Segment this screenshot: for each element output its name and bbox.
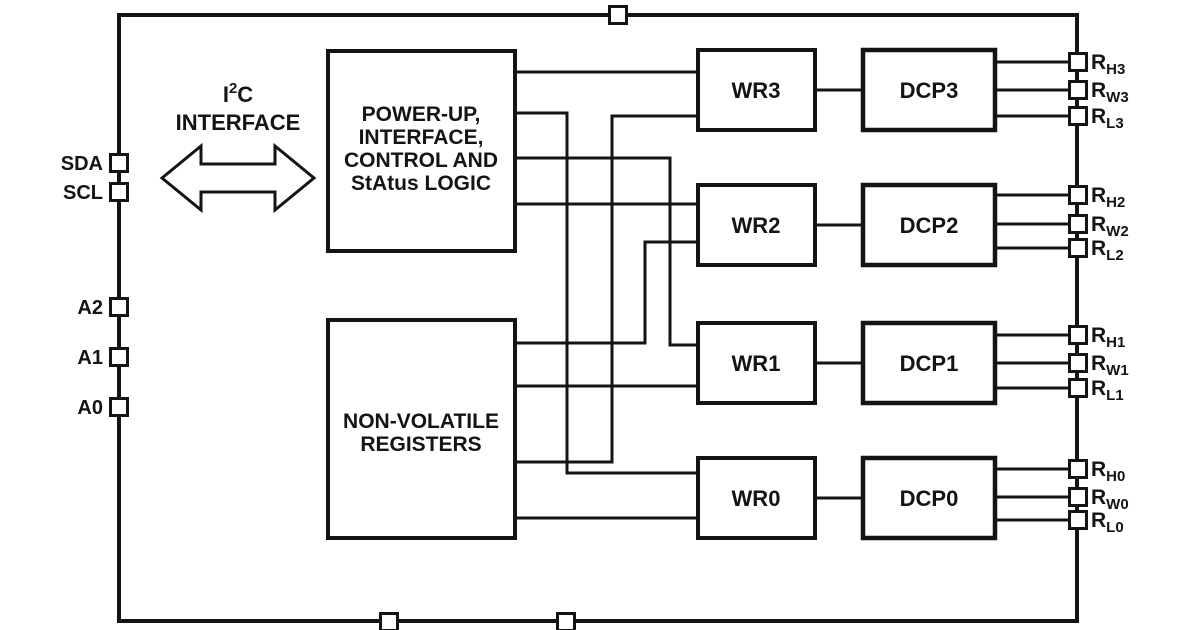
pin-rl1 xyxy=(1068,378,1088,398)
pin-a2-label: A2 xyxy=(77,297,103,319)
pin-rl0 xyxy=(1068,510,1088,530)
control-logic-line3: CONTROL AND xyxy=(344,149,498,172)
pin-scl xyxy=(109,182,129,202)
channel-1-row: WR1 DCP1 xyxy=(696,320,998,406)
nonvolatile-registers-block: NON-VOLATILE REGISTERS xyxy=(326,318,517,540)
wr0-label: WR0 xyxy=(732,486,781,511)
dcp1-label: DCP1 xyxy=(900,351,959,376)
pin-rw1-label: RW1 xyxy=(1091,352,1129,379)
wr2-box xyxy=(696,183,817,267)
wire-control-to-wr0 xyxy=(515,111,698,475)
nvreg-line2: REGISTERS xyxy=(360,433,481,456)
control-logic-line2: INTERFACE, xyxy=(359,126,484,149)
dcp2-label: DCP2 xyxy=(900,213,959,238)
wr0-box xyxy=(696,456,817,540)
pin-scl-label: SCL xyxy=(63,182,103,204)
pin-rh0 xyxy=(1068,459,1088,479)
pin-rh3-label: RH3 xyxy=(1091,51,1125,78)
pin-rw2 xyxy=(1068,214,1088,234)
pin-rl3-label: RL3 xyxy=(1091,105,1124,132)
pin-a0-label: A0 xyxy=(77,397,103,419)
border-pins xyxy=(379,5,628,630)
pin-rl1-label: RL1 xyxy=(1091,377,1124,404)
control-logic-block: POWER-UP, INTERFACE, CONTROL AND StAtus … xyxy=(326,49,517,253)
pin-rh2-label: RH2 xyxy=(1091,184,1125,211)
wr1-box xyxy=(696,321,817,405)
pin-a0 xyxy=(109,397,129,417)
pin-rl2-label: RL2 xyxy=(1091,237,1124,264)
dcp2-box xyxy=(860,182,998,268)
pin-bottom-left xyxy=(379,612,399,630)
interface-label: INTERFACE xyxy=(176,110,301,135)
left-pins: SDA SCL A2 A1 A0 xyxy=(61,153,129,419)
control-logic-line4: StAtus LOGIC xyxy=(351,172,491,195)
pin-rw3-label: RW3 xyxy=(1091,79,1129,106)
i2c-interface: I2C INTERFACE xyxy=(159,80,317,214)
wr2-label: WR2 xyxy=(732,213,781,238)
pin-rh1 xyxy=(1068,325,1088,345)
pin-bottom-right xyxy=(556,612,576,630)
wires xyxy=(515,60,1070,522)
pin-rw0-label: RW0 xyxy=(1091,486,1129,513)
pin-sda-label: SDA xyxy=(61,153,103,175)
bidirectional-arrow-icon xyxy=(159,142,317,214)
pin-a1 xyxy=(109,347,129,367)
wr3-label: WR3 xyxy=(732,78,781,103)
pin-rw1 xyxy=(1068,353,1088,373)
pin-rh3 xyxy=(1068,52,1088,72)
wire-nvreg-to-wr2 xyxy=(515,240,698,345)
wr1-label: WR1 xyxy=(732,351,781,376)
dcp3-box xyxy=(860,47,998,133)
pin-rw2-label: RW2 xyxy=(1091,213,1129,240)
control-logic-box xyxy=(326,49,517,253)
nvreg-line1: NON-VOLATILE xyxy=(343,410,499,433)
pin-top xyxy=(608,5,628,25)
nonvolatile-registers-box xyxy=(326,318,517,540)
pin-a1-label: A1 xyxy=(77,347,103,369)
pin-rw3 xyxy=(1068,80,1088,100)
dcp1-box xyxy=(860,320,998,406)
wire-nvreg-to-wr3 xyxy=(515,114,698,464)
dcp0-label: DCP0 xyxy=(900,486,959,511)
i2c-label: I2C xyxy=(223,80,253,107)
pin-rl2 xyxy=(1068,238,1088,258)
wr3-box xyxy=(696,48,817,132)
right-pins: RH3 RW3 RL3 RH2 RW2 RL2 RH1 RW1 RL1 RH0 … xyxy=(1068,51,1129,536)
i2c-superscript: 2 xyxy=(229,80,237,97)
wire-control-to-wr1 xyxy=(515,156,698,347)
channel-0-row: WR0 DCP0 xyxy=(696,455,998,541)
dcp0-box xyxy=(860,455,998,541)
pin-rh1-label: RH1 xyxy=(1091,324,1125,351)
pin-rl3 xyxy=(1068,106,1088,126)
control-logic-line1: POWER-UP, xyxy=(362,103,481,126)
pin-rh0-label: RH0 xyxy=(1091,458,1125,485)
chip-boundary xyxy=(117,13,1079,623)
dcp3-label: DCP3 xyxy=(900,78,959,103)
pin-rh2 xyxy=(1068,185,1088,205)
channel-2-row: WR2 DCP2 xyxy=(696,182,998,268)
pin-rl0-label: RL0 xyxy=(1091,509,1124,536)
channel-3-row: WR3 DCP3 xyxy=(696,47,998,133)
pin-rw0 xyxy=(1068,487,1088,507)
pin-a2 xyxy=(109,297,129,317)
pin-sda xyxy=(109,153,129,173)
